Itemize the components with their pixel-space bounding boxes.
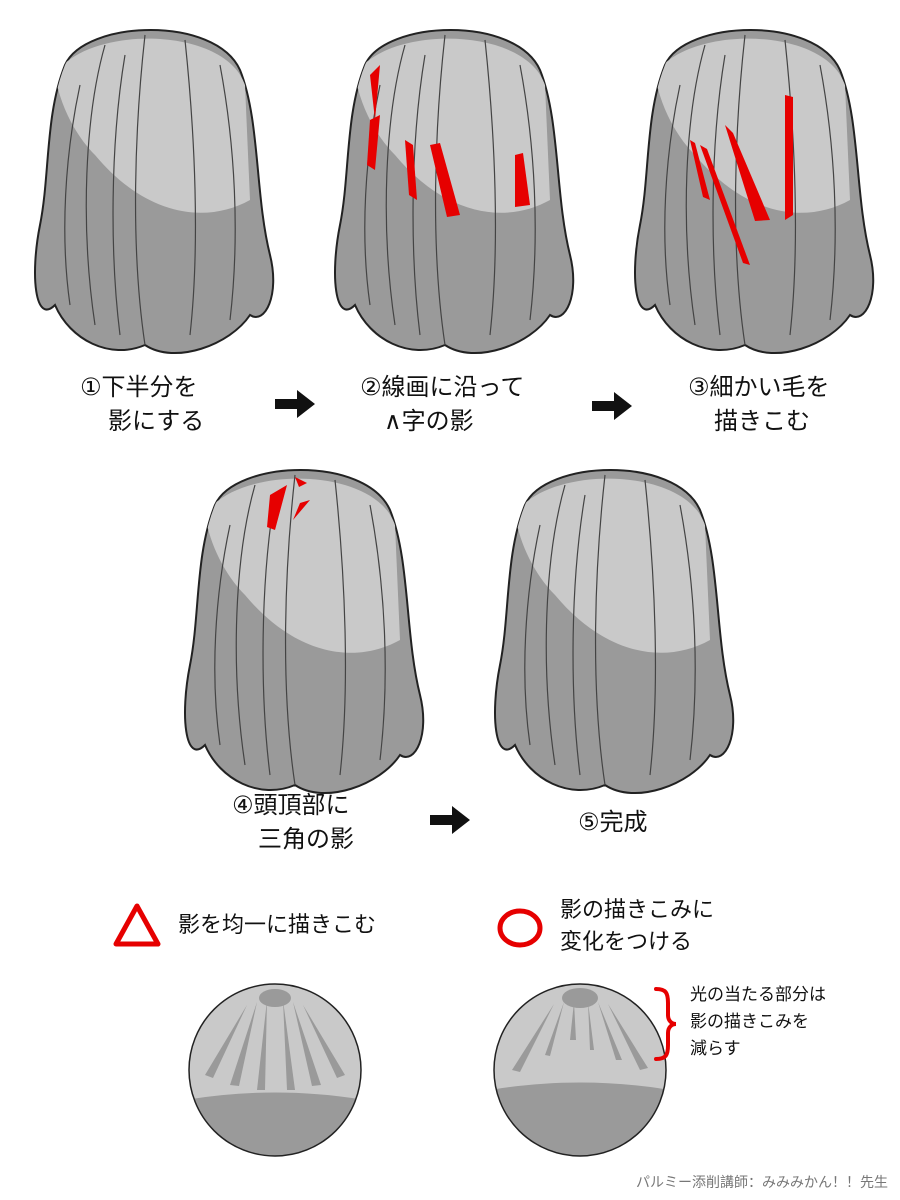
step-2-line2: ∧字の影: [384, 407, 474, 435]
step-3-line2: 描きこむ: [714, 407, 810, 435]
highlight-note: 光の当たる部分は 影の描きこみを 減らす: [690, 982, 826, 1063]
step-1-line1: ①下半分を: [80, 373, 198, 401]
step-2-line1: ②線画に沿って: [360, 373, 525, 401]
step-1-line2: 影にする: [108, 407, 205, 435]
step-3-caption: ③細かい毛を 描きこむ: [688, 370, 830, 438]
hair-illustration-complete: [485, 465, 745, 805]
arrow-right-icon: [430, 806, 470, 834]
sphere-uniform-shading: [188, 983, 362, 1157]
bracket-icon: [654, 987, 677, 1061]
step-5-line1: ⑤完成: [578, 808, 648, 836]
hair-illustration-step2: [325, 25, 585, 365]
step-3-line1: ③細かい毛を: [688, 373, 830, 401]
credit-text: パルミー添削講師：みみみかん！！先生: [636, 1174, 888, 1190]
good-example-line2: 変化をつける: [560, 930, 693, 955]
circle-good-icon: [497, 908, 543, 948]
good-example-line1: 影の描きこみに: [560, 898, 715, 923]
good-example-text: 影の描きこみに 変化をつける: [560, 895, 714, 959]
note-line2: 影の描きこみを: [690, 1012, 809, 1032]
arrow-right-icon: [592, 392, 632, 420]
step-5-caption: ⑤完成: [578, 805, 648, 839]
step-4-line2: 三角の影: [258, 825, 354, 853]
step-2-caption: ②線画に沿って ∧字の影: [360, 370, 524, 438]
sphere-varied-shading: [493, 983, 667, 1157]
note-line3: 減らす: [690, 1039, 741, 1059]
step-1-caption: ①下半分を 影にする: [80, 370, 204, 438]
bad-example-line1: 影を均一に描きこむ: [178, 913, 377, 938]
step-4-line1: ④頭頂部に: [232, 791, 350, 819]
arrow-right-icon: [275, 390, 315, 418]
hair-illustration-step4: [175, 465, 435, 805]
note-line1: 光の当たる部分は: [690, 985, 826, 1005]
triangle-bad-icon: [113, 903, 161, 947]
hair-illustration-step3: [625, 25, 885, 365]
step-4-caption: ④頭頂部に 三角の影: [232, 788, 354, 856]
bad-example-text: 影を均一に描きこむ: [178, 910, 376, 942]
hair-illustration-step1: [25, 25, 285, 365]
